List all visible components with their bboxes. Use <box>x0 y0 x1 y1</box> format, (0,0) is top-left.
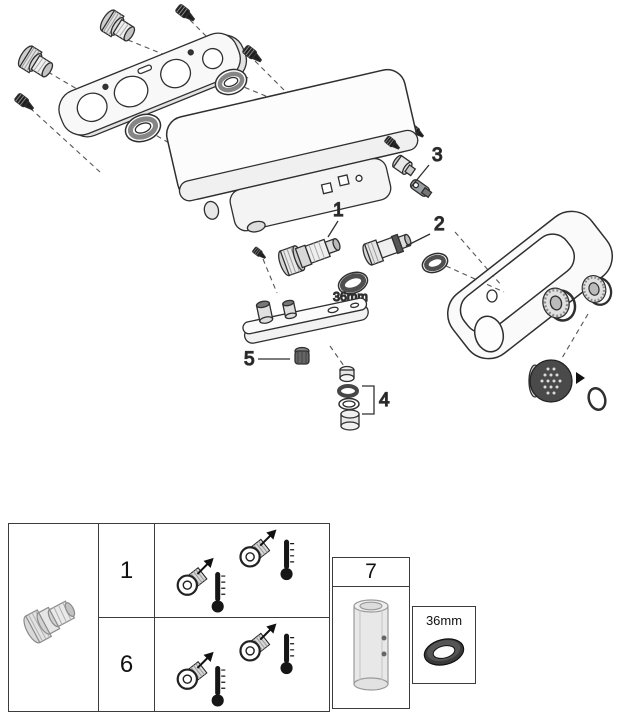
screw-top <box>174 3 198 24</box>
rosette-ring-lower <box>124 113 162 143</box>
screw-left <box>13 92 37 113</box>
exploded-diagram: 3 1 <box>13 3 613 431</box>
row-diagram-1 <box>155 524 329 618</box>
screw-escutcheon <box>251 246 268 261</box>
o-ring <box>587 387 607 411</box>
row-number-6: 6 <box>99 618 154 711</box>
tube-image <box>353 598 389 691</box>
callout-3-leader <box>410 164 430 188</box>
control-knob <box>528 359 573 403</box>
knurled-wheel-2 <box>581 275 613 306</box>
thermostat-cartridge-1 <box>278 237 341 277</box>
part4-ring-light <box>338 397 360 411</box>
part4-dome <box>339 365 355 383</box>
mixer-body-shelf <box>165 68 419 233</box>
fitting-thumbnail-cell <box>9 524 99 711</box>
rosette-ring-upper <box>214 68 248 96</box>
ring-box: 36mm <box>412 606 476 684</box>
ring-image <box>423 638 465 666</box>
valve-thermo-diagram-6 <box>161 620 323 710</box>
callout-4-bracket <box>362 385 375 415</box>
diverter-cartridge-2 <box>362 233 412 266</box>
callout-1-leader <box>327 220 339 238</box>
union-fitting-image <box>22 599 75 643</box>
row-diagram-6 <box>155 618 329 711</box>
escutcheon-knob-2 <box>282 299 298 320</box>
callout-2-leader <box>405 233 431 247</box>
part4-cylinder <box>340 409 360 431</box>
row-number-1: 1 <box>99 524 154 618</box>
part3-key <box>409 179 433 199</box>
cover-housing <box>447 210 613 360</box>
row-6-label: 6 <box>119 650 134 678</box>
housing-hole-large <box>473 315 505 353</box>
row-1-label: 1 <box>119 556 134 584</box>
part4-stack <box>337 365 360 431</box>
knurled-wheel-1 <box>542 287 577 322</box>
callout-1: 1 <box>333 200 344 221</box>
box-7: 7 <box>332 557 410 709</box>
housing-hole-small <box>486 289 498 303</box>
inlet-fitting-left <box>14 43 58 83</box>
box7-label: 7 <box>365 560 377 583</box>
part5-plug <box>294 346 310 365</box>
bottom-escutcheon <box>242 297 369 344</box>
box7-number: 7 <box>333 558 409 587</box>
part3-check-valve <box>392 154 417 177</box>
callout-2: 2 <box>434 214 445 235</box>
row-number-column: 1 6 <box>99 524 155 711</box>
parts-panel: 1 6 7 <box>0 520 625 716</box>
row-diagram-column <box>155 524 329 711</box>
escutcheon-knob-1 <box>255 300 274 324</box>
seal-ring <box>421 252 449 274</box>
callout-4: 4 <box>379 390 390 411</box>
callout-3: 3 <box>432 145 443 166</box>
knob-dot-pattern <box>540 367 562 395</box>
callout-5: 5 <box>244 349 255 370</box>
inlet-fitting-top <box>96 7 140 47</box>
arrow-marker-icon <box>576 372 585 384</box>
valve-thermo-diagram-1 <box>161 526 323 616</box>
wall-mount-plate <box>58 32 248 138</box>
parts-table: 1 6 <box>8 523 330 712</box>
part4-ring-dark <box>337 384 359 398</box>
ring-36mm <box>337 271 369 295</box>
ring-box-size-label: 36mm <box>425 613 463 628</box>
tube-thumbnail <box>333 587 409 708</box>
